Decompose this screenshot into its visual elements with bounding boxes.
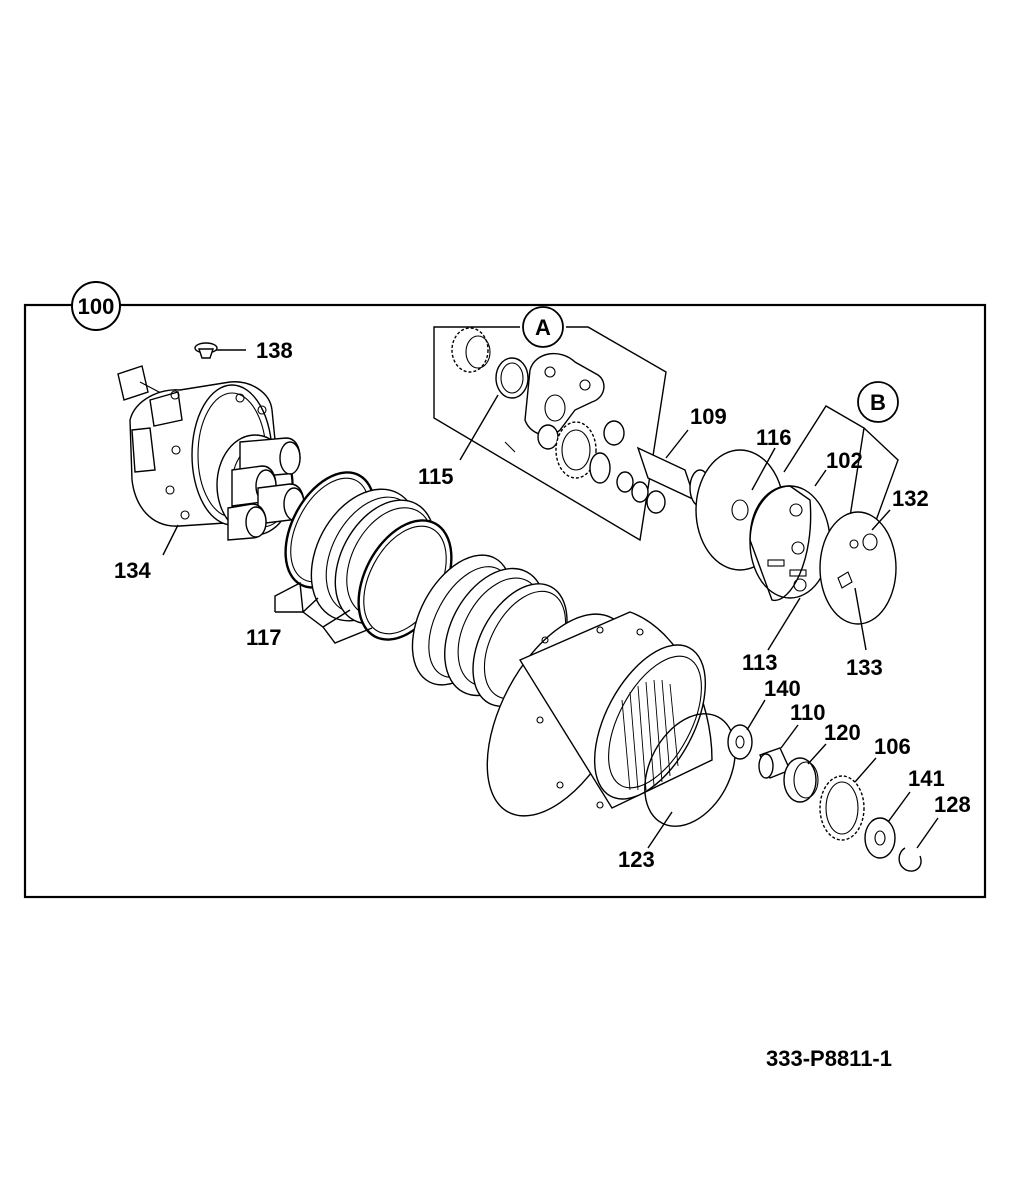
callout-117: 117: [246, 625, 282, 650]
group-a-bubble: A: [522, 306, 564, 348]
part-117-seal-rings: [284, 471, 453, 641]
callout-113: 113: [742, 650, 778, 675]
assembly-frame: [23, 303, 987, 899]
callout-110: 110: [790, 700, 826, 725]
group-a-label: A: [535, 315, 551, 340]
part-141-washer: [864, 817, 896, 859]
part-106-gear: [819, 775, 865, 841]
group-b-bubble: B: [857, 381, 899, 423]
callout-133: 133: [846, 655, 883, 680]
callout-128: 128: [934, 792, 971, 817]
group-b-label: B: [870, 390, 886, 415]
part-134-motor-housing: [117, 365, 305, 541]
callout-132: 132: [892, 486, 929, 511]
part-138-screw: [194, 342, 218, 359]
part-110-pin: [758, 747, 791, 779]
group-a-carrier-kit: [433, 326, 667, 542]
callout-109: 109: [690, 404, 727, 429]
part-123-snap-ring: [644, 713, 736, 827]
part-128-circlip: [898, 847, 922, 872]
callout-134: 134: [114, 558, 151, 583]
callout-116: 116: [756, 425, 792, 450]
callout-123: 123: [618, 847, 655, 872]
callout-115: 115: [418, 464, 454, 489]
assembly-number: 100: [78, 294, 115, 319]
callout-138: 138: [256, 338, 293, 363]
ring-gear-housing: [486, 611, 713, 817]
assembly-bubble: 100: [71, 281, 121, 331]
callout-141: 141: [908, 766, 945, 791]
group-b-cover-kit: [695, 405, 899, 625]
bearings: [411, 554, 568, 707]
callout-106: 106: [874, 734, 911, 759]
callout-labels: 138 134 117 115 109 116 102 132 133 113 …: [114, 338, 971, 872]
leader-lines: [162, 349, 939, 849]
callout-140: 140: [764, 676, 801, 701]
callout-120: 120: [824, 720, 861, 745]
part-140-washer: [727, 724, 753, 760]
drawing-number: 333-P8811-1: [766, 1046, 892, 1071]
callout-102: 102: [826, 448, 863, 473]
part-120-gear: [783, 757, 819, 803]
